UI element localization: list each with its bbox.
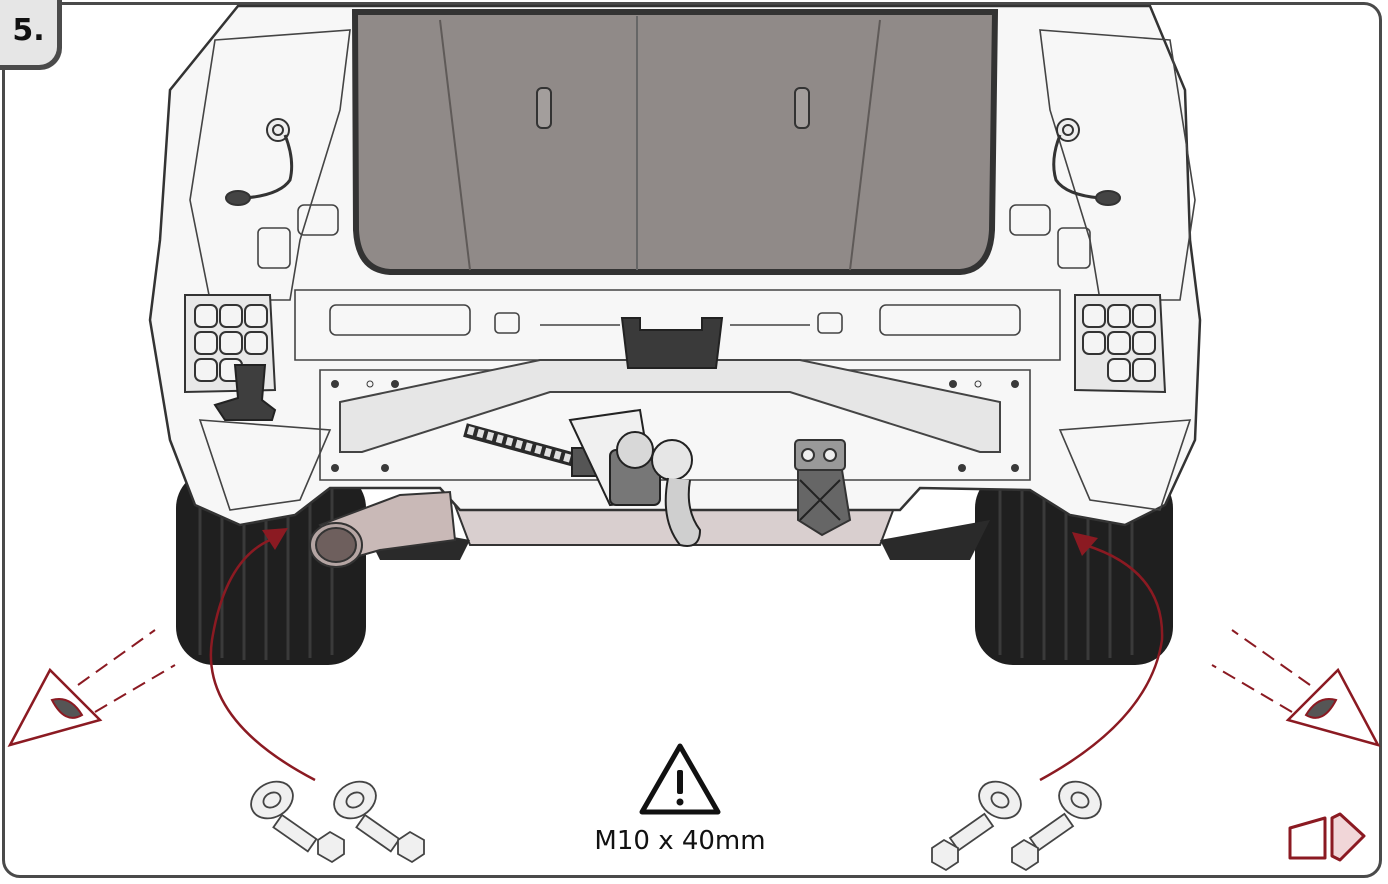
step-number: 5. (12, 13, 45, 48)
left-tow-hook (213, 364, 277, 421)
eye-right-icon (1211, 629, 1381, 747)
step-badge-inner: 5. (0, 0, 57, 65)
tow-ball (568, 408, 702, 547)
arrow-left (209, 538, 316, 782)
bolt-washer-icon (250, 780, 1102, 872)
arrow-left-head (262, 528, 288, 550)
arrow-right-head (1072, 532, 1098, 556)
exhaust-pipe (309, 490, 457, 568)
trunk-handle-right (794, 87, 810, 129)
arrow-right (1039, 543, 1164, 782)
trunk-handle-left (536, 87, 552, 129)
right-rear-light (1074, 294, 1167, 394)
underbody-dark (360, 520, 990, 560)
bumper-bracket (794, 439, 852, 537)
step-badge: 5. (0, 0, 62, 70)
left-sensor (225, 118, 294, 206)
tow-bar-mount (620, 317, 724, 369)
body-panel-lines (189, 29, 1196, 511)
next-page-icon[interactable] (1288, 812, 1366, 862)
mount-bolts (331, 380, 1019, 472)
trunk-glass (351, 9, 999, 275)
bolt-spec-label: M10 x 40mm (594, 826, 766, 856)
warning-triangle-icon (639, 743, 721, 815)
right-sensor (1052, 118, 1121, 206)
eye-left-icon (7, 629, 176, 747)
